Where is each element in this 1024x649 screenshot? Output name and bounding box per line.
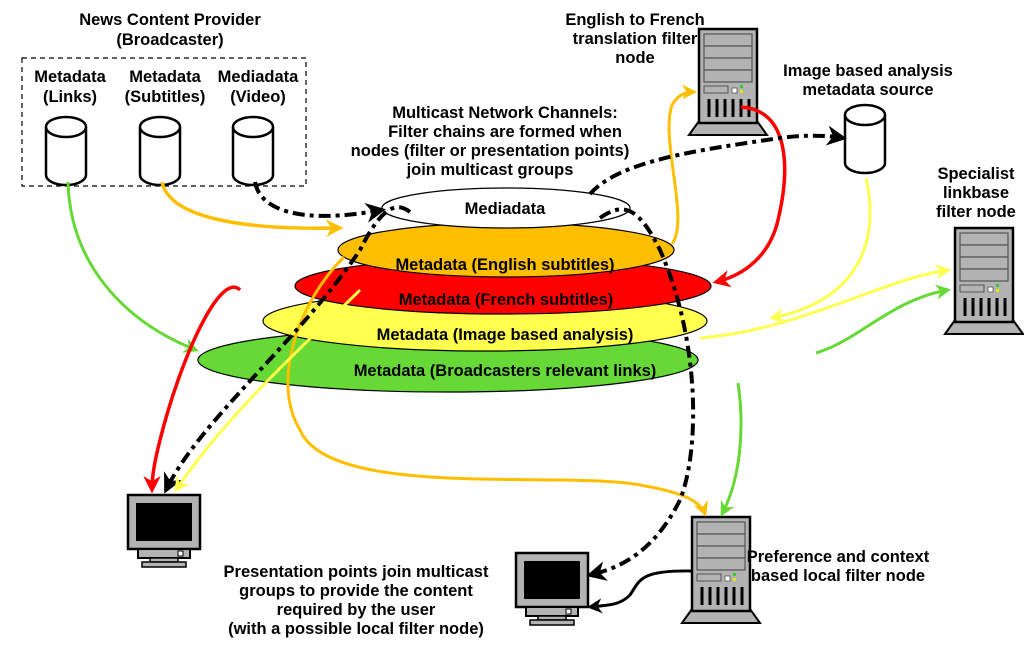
- presentation-caption-line1: Presentation points join multicast: [224, 563, 489, 581]
- flow-links-to-channel: [66, 181, 199, 353]
- presentation-caption-line2: groups to provide the content: [239, 582, 473, 600]
- linkbase-label-line3: filter node: [936, 203, 1016, 221]
- local-filter-label-line1: Preference and context: [747, 548, 930, 566]
- flow-french-to-monitor-1: [143, 285, 242, 494]
- linkbase-server-icon: [943, 226, 1024, 336]
- flow-links-to-local-filter: [720, 382, 743, 517]
- translation-server-icon: [687, 27, 769, 137]
- flow-english-to-local-filter: [286, 255, 709, 517]
- presentation-caption-line4: (with a possible local filter node): [228, 620, 484, 638]
- flow-translation-to-french: [712, 105, 787, 288]
- flow-image-source-to-channel: [769, 177, 872, 323]
- source-video-sublabel: (Video): [230, 88, 286, 106]
- provider-title: News Content Provider: [79, 11, 261, 29]
- source-links-sublabel: (Links): [43, 88, 97, 106]
- source-links-label: Metadata: [34, 68, 106, 86]
- local-filter-label-line2: based local filter node: [751, 567, 925, 585]
- channel-mediadata-label: Mediadata: [465, 200, 547, 218]
- channel-french-label: Metadata (French subtitles): [399, 291, 614, 309]
- channel-english-label: Metadata (English subtitles): [395, 256, 614, 274]
- presentation-monitor-icon-1: [126, 493, 202, 569]
- flow-video-to-mediadata: [253, 181, 386, 223]
- source-subtitles-sublabel: (Subtitles): [125, 88, 206, 106]
- image-analysis-database-icon: [843, 103, 887, 175]
- flow-mediadata-to-monitor-1: [164, 205, 412, 494]
- flow-mediadata-to-monitor-2: [586, 207, 696, 581]
- linkbase-label-line1: Specialist: [937, 165, 1015, 183]
- source-video-label: Mediadata: [218, 68, 300, 86]
- flow-mediadata-to-image-source: [588, 125, 847, 196]
- presentation-caption-line3: required by the user: [277, 601, 436, 619]
- presentation-monitor-icon-2: [514, 551, 590, 627]
- channel-links-label: Metadata (Broadcasters relevant links): [354, 362, 657, 380]
- image-source-label-line1: Image based analysis: [783, 62, 953, 80]
- links-database-icon: [44, 115, 88, 187]
- source-subtitles-label: Metadata: [129, 68, 201, 86]
- flow-image-to-linkbase: [699, 264, 951, 340]
- multicast-caption-line3: nodes (filter or presentation points): [351, 142, 630, 160]
- translation-node-label-line2: translation filter: [573, 30, 698, 48]
- provider-subtitle: (Broadcaster): [116, 31, 223, 49]
- flow-english-to-translation: [667, 84, 697, 245]
- video-database-icon: [231, 115, 275, 187]
- flow-subtitles-to-channel: [160, 181, 344, 238]
- translation-node-label-line1: English to French: [565, 11, 704, 29]
- flow-image-to-monitor-1: [174, 288, 362, 493]
- local-filter-server-icon: [680, 515, 762, 625]
- channel-image-label: Metadata (Image based analysis): [377, 326, 634, 344]
- linkbase-label-line2: linkbase: [943, 184, 1009, 202]
- multicast-caption-line2: Filter chains are formed when: [388, 123, 622, 141]
- multicast-caption-line1: Multicast Network Channels:: [392, 104, 618, 122]
- image-source-label-line2: metadata source: [802, 81, 933, 99]
- subtitles-database-icon: [138, 115, 182, 187]
- flow-linkbase-to-links: [815, 284, 951, 355]
- flow-local-filter-to-monitor-2: [587, 569, 693, 614]
- translation-node-label-line3: node: [615, 49, 654, 67]
- multicast-caption-line4: join multicast groups: [406, 161, 574, 179]
